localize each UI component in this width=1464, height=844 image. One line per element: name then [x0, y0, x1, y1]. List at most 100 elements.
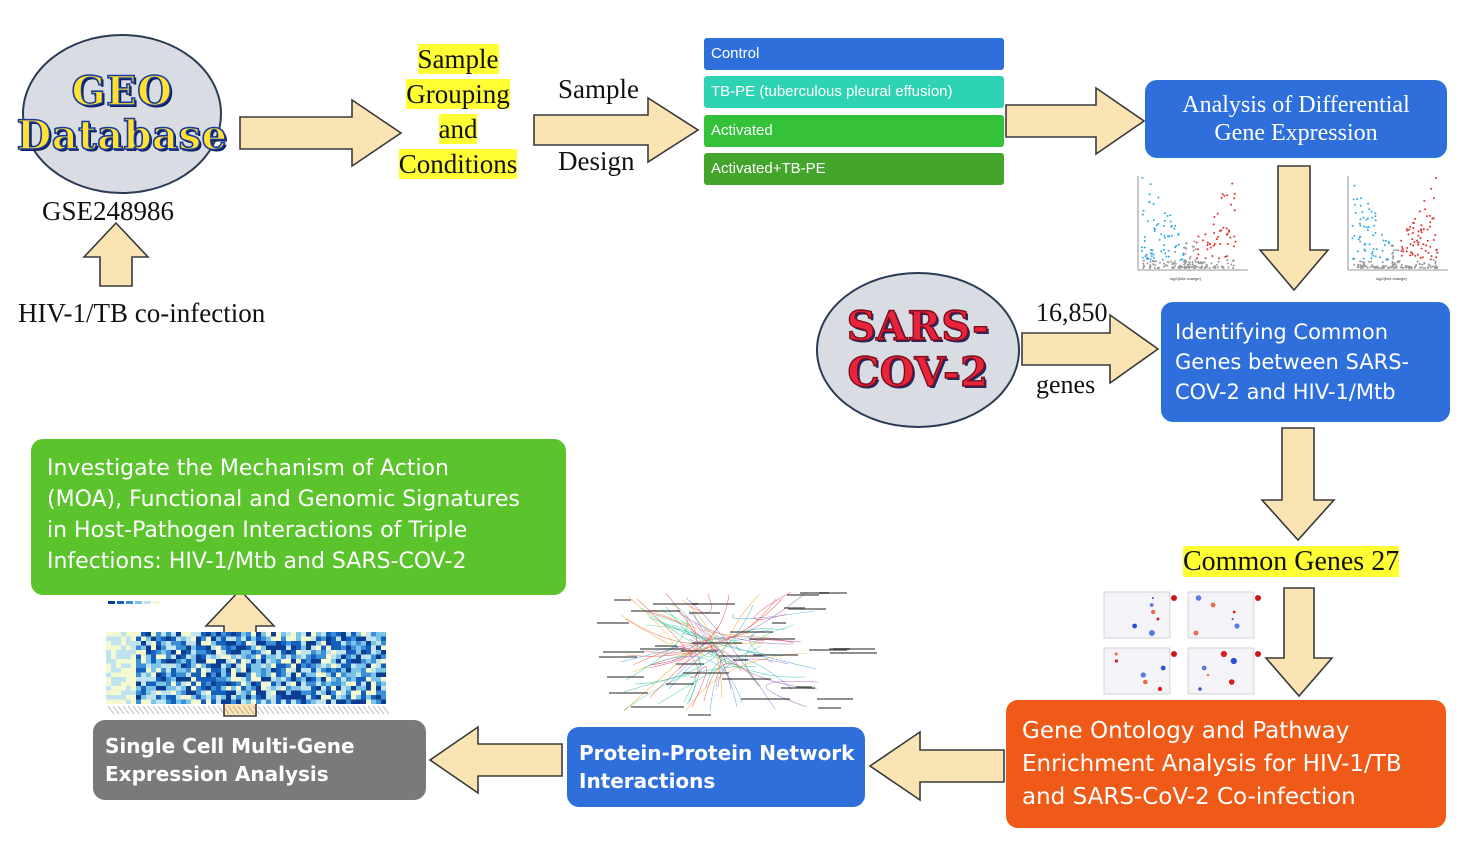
heatmap-cell — [181, 645, 186, 650]
heatmap-cell — [226, 690, 231, 695]
heatmap-cell — [331, 699, 336, 704]
heatmap-cell — [366, 641, 371, 646]
volcano-point — [1173, 262, 1175, 265]
heatmap-cell — [166, 654, 171, 659]
volcano-point — [1153, 260, 1156, 263]
heatmap-cell — [141, 659, 146, 664]
heatmap-column-label — [167, 705, 175, 715]
dotplot-legend-dot — [1171, 595, 1177, 601]
heatmap-cell — [231, 636, 236, 641]
dotplot-panel — [1187, 647, 1255, 695]
heatmap-cell — [236, 645, 241, 650]
volcano-point — [1149, 183, 1152, 186]
heatmap-cell — [381, 677, 386, 682]
heatmap-cell — [366, 677, 371, 682]
network-node-label — [818, 707, 841, 709]
heatmap-cell — [201, 650, 206, 655]
heatmap-cell — [226, 641, 231, 646]
heatmap-cell — [316, 681, 321, 686]
heatmap-cell — [351, 636, 356, 641]
volcano-point — [1352, 198, 1355, 201]
heatmap-cell — [131, 659, 136, 664]
volcano-point — [1144, 255, 1147, 258]
svg-text:log2(fold change): log2(fold change) — [1170, 276, 1202, 281]
dotplot-point — [1198, 687, 1202, 691]
heatmap-cell — [371, 645, 376, 650]
heatmap-cell — [261, 645, 266, 650]
volcano-point — [1206, 241, 1209, 244]
volcano-point — [1233, 235, 1236, 238]
heatmap-cell — [216, 690, 221, 695]
heatmap-cell — [281, 699, 286, 704]
heatmap-cell — [321, 686, 326, 691]
heatmap-cell — [336, 681, 341, 686]
volcano-point — [1422, 243, 1425, 246]
heatmap-cell — [361, 686, 366, 691]
heatmap-cell — [231, 650, 236, 655]
heatmap-cell — [366, 650, 371, 655]
dotplot-point — [1132, 623, 1137, 629]
volcano-point — [1412, 221, 1415, 224]
heatmap-cell — [116, 699, 121, 704]
volcano-point — [1177, 243, 1180, 246]
heatmap-cell — [296, 654, 301, 659]
volcano-point — [1183, 263, 1186, 266]
heatmap-cell — [331, 645, 336, 650]
network-node-label — [607, 676, 644, 678]
volcano-point — [1430, 187, 1433, 190]
heatmap-cell — [151, 690, 156, 695]
volcano-point — [1427, 263, 1430, 266]
heatmap-cell — [281, 686, 286, 691]
heatmap-cell — [301, 663, 306, 668]
heatmap-cell — [246, 668, 251, 673]
volcano-point — [1233, 192, 1236, 195]
network-edge — [655, 609, 690, 627]
volcano-point — [1415, 239, 1418, 242]
volcano-point — [1433, 197, 1435, 200]
heatmap-cell — [336, 659, 341, 664]
volcano-point — [1197, 260, 1200, 263]
heatmap-cell — [256, 650, 261, 655]
heatmap-cell — [361, 654, 366, 659]
volcano-point — [1158, 238, 1161, 241]
volcano-point — [1405, 228, 1408, 230]
heatmap-cell — [196, 677, 201, 682]
heatmap-cell — [356, 636, 361, 641]
heatmap-cell — [326, 650, 331, 655]
heatmap-cell — [206, 650, 211, 655]
volcano-point — [1371, 216, 1374, 219]
volcano-point — [1205, 263, 1208, 266]
heatmap-cell — [141, 654, 146, 659]
sample-design-line1: Sample — [558, 74, 639, 104]
heatmap-column-label — [362, 705, 370, 715]
dotplot-point — [1151, 597, 1154, 599]
heatmap-cell — [356, 690, 361, 695]
heatmap-cell — [266, 677, 271, 682]
heatmap-cell — [351, 650, 356, 655]
single-cell-box: Single Cell Multi-Gene Expression Analys… — [93, 720, 426, 800]
volcano-point — [1211, 255, 1214, 257]
heatmap-cell — [266, 672, 271, 677]
heatmap-cell — [126, 677, 131, 682]
heatmap-cell — [256, 668, 261, 673]
heatmap-cell — [326, 699, 331, 704]
heatmap-cell — [236, 663, 241, 668]
heatmap-cell — [111, 650, 116, 655]
heatmap-cell — [326, 659, 331, 664]
volcano-point — [1185, 260, 1188, 263]
arrow-right-sars-to-common — [1021, 313, 1160, 385]
heatmap-cell — [311, 641, 316, 646]
heatmap-cell — [121, 699, 126, 704]
heatmap-cell — [221, 641, 226, 646]
network-node-label — [688, 714, 711, 716]
heatmap-legend-swatch — [117, 601, 124, 604]
heatmap-cell — [326, 641, 331, 646]
heatmap-cell — [321, 654, 326, 659]
volcano-point — [1420, 228, 1423, 231]
heatmap-cell — [191, 636, 196, 641]
heatmap-cell — [361, 636, 366, 641]
heatmap-column-label — [337, 705, 345, 715]
heatmap-cell — [366, 632, 371, 637]
heatmap-cell — [261, 632, 266, 637]
volcano-point — [1402, 250, 1405, 253]
